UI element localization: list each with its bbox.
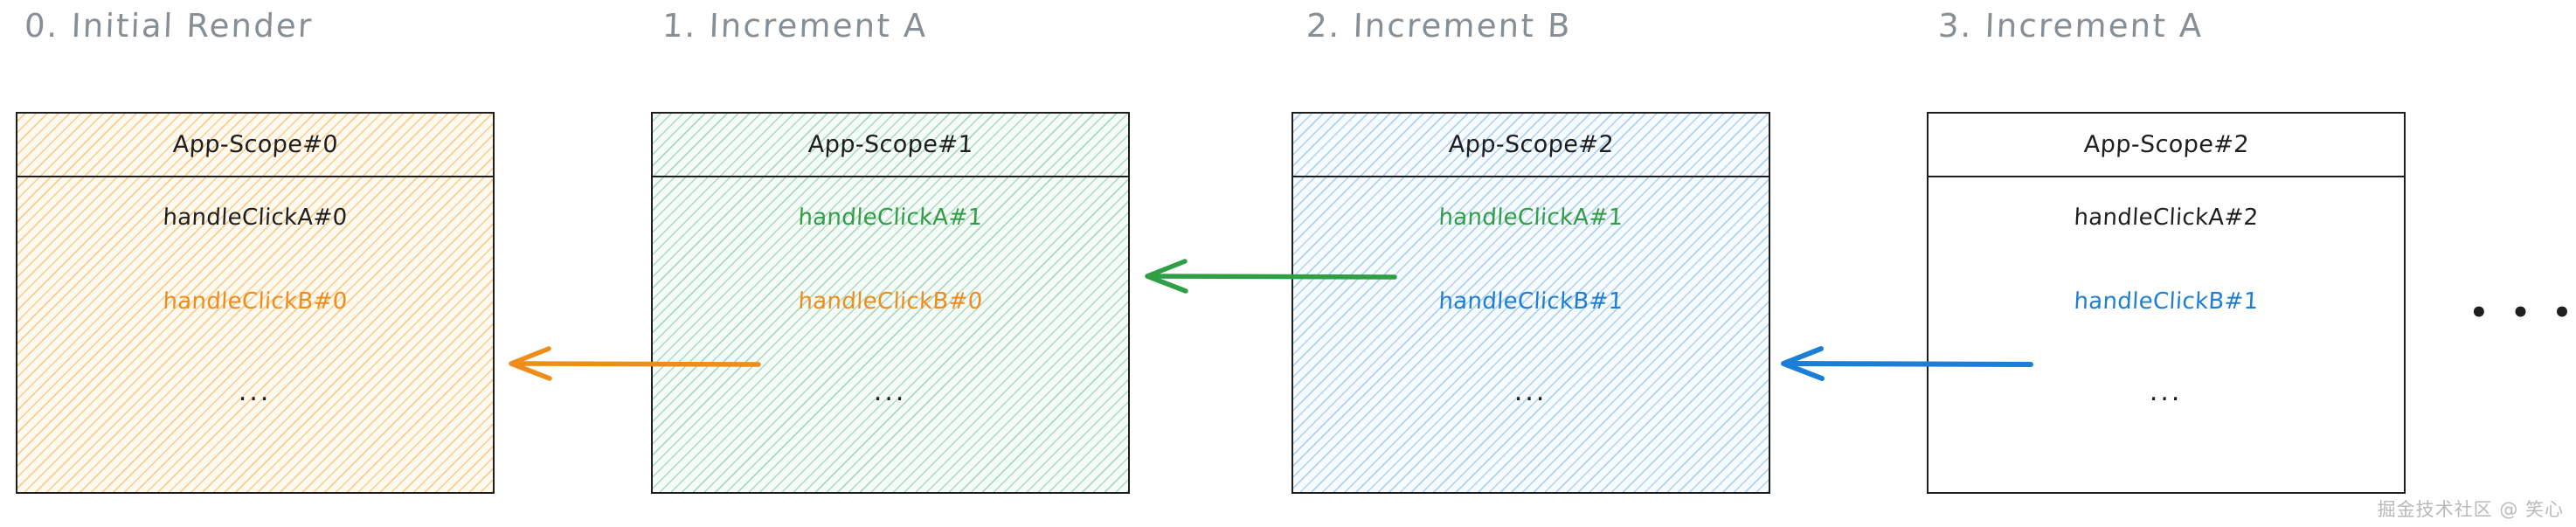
scope-body-0: handleClickA#0 handleClickB#0 ... bbox=[17, 176, 493, 492]
scope-header-1: App-Scope#1 bbox=[653, 114, 1128, 177]
scope-title-3: App-Scope#2 bbox=[2082, 131, 2250, 158]
watermark: 掘金技术社区 @ 笑心 bbox=[2377, 499, 2564, 520]
scope-entry-2-0: handleClickA#1 bbox=[1437, 205, 1624, 231]
scope-box-0: App-Scope#0 handleClickA#0 handleClickB#… bbox=[16, 112, 495, 494]
scope-entry-2-1: handleClickB#1 bbox=[1437, 288, 1624, 315]
scope-box-2: App-Scope#2 handleClickA#1 handleClickB#… bbox=[1291, 112, 1770, 494]
scope-entry-1-1: handleClickB#0 bbox=[797, 288, 984, 315]
scope-header-2: App-Scope#2 bbox=[1293, 114, 1769, 177]
scope-box-3: App-Scope#2 handleClickA#2 handleClickB#… bbox=[1927, 112, 2406, 494]
scope-title-2: App-Scope#2 bbox=[1447, 131, 1615, 158]
scope-body-2: handleClickA#1 handleClickB#1 ... bbox=[1293, 176, 1769, 492]
scope-entry-2-2: ... bbox=[1513, 377, 1548, 407]
scope-entry-1-0: handleClickA#1 bbox=[797, 205, 984, 231]
scope-entry-0-1: handleClickB#0 bbox=[162, 288, 349, 315]
scope-entry-3-2: ... bbox=[2149, 377, 2184, 407]
scope-entry-0-0: handleClickA#0 bbox=[162, 205, 349, 231]
scope-entry-3-0: handleClickA#2 bbox=[2073, 205, 2260, 231]
column-heading-1: 1. Increment A bbox=[661, 7, 929, 45]
column-heading-0: 0. Initial Render bbox=[24, 7, 315, 45]
column-heading-3: 3. Increment A bbox=[1937, 7, 2205, 45]
scope-header-0: App-Scope#0 bbox=[17, 114, 493, 177]
column-heading-2: 2. Increment B bbox=[1305, 7, 1573, 45]
trailing-ellipsis: • • • bbox=[2469, 295, 2576, 330]
scope-entry-1-2: ... bbox=[873, 377, 908, 407]
scope-entry-0-2: ... bbox=[238, 377, 273, 407]
scope-box-1: App-Scope#1 handleClickA#1 handleClickB#… bbox=[651, 112, 1130, 494]
scope-body-3: handleClickA#2 handleClickB#1 ... bbox=[1929, 176, 2404, 492]
scope-title-0: App-Scope#0 bbox=[171, 131, 339, 158]
scope-title-1: App-Scope#1 bbox=[807, 131, 974, 158]
scope-body-1: handleClickA#1 handleClickB#0 ... bbox=[653, 176, 1128, 492]
scope-header-3: App-Scope#2 bbox=[1929, 114, 2404, 177]
scope-entry-3-1: handleClickB#1 bbox=[2073, 288, 2260, 315]
